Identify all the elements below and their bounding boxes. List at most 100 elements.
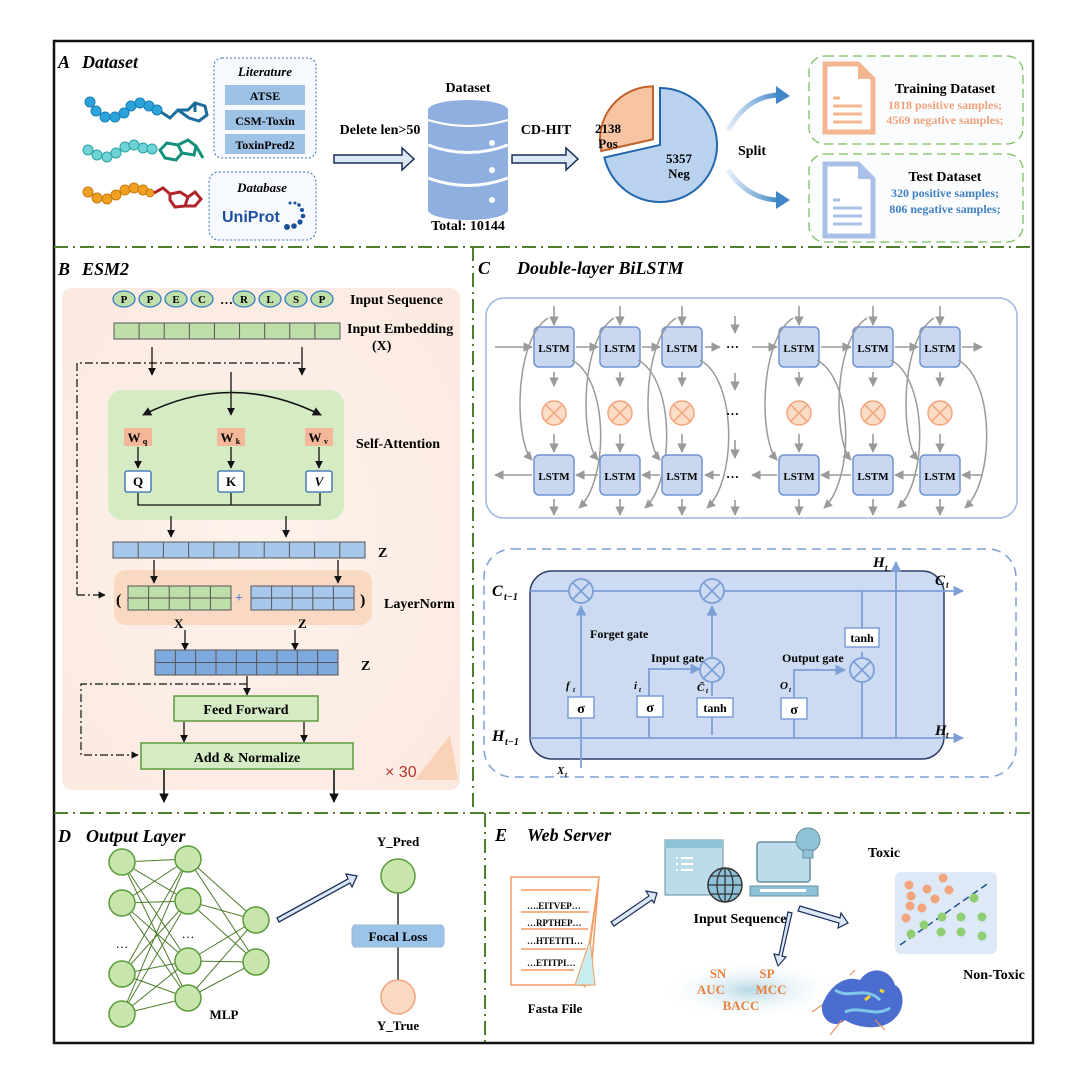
token-label: P bbox=[121, 294, 128, 306]
token-bubble bbox=[112, 290, 136, 308]
bilstm-ellipsis: … bbox=[726, 403, 739, 418]
mlp-node bbox=[108, 1000, 136, 1028]
qkv-merge-lines bbox=[137, 493, 321, 506]
non-toxic-label: Non-Toxic bbox=[963, 968, 1025, 983]
ln-z-label: Z bbox=[298, 616, 307, 631]
bilstm-ellipsis: … bbox=[726, 466, 739, 481]
mlp-edge bbox=[187, 919, 257, 999]
panel-d: D Output Layer … … MLP Y_Pred Focal Loss… bbox=[57, 826, 445, 1033]
ln-x-grid bbox=[127, 585, 232, 611]
filter-arrow-icon bbox=[333, 146, 416, 172]
fasta-line-2: …RPTHEP… bbox=[527, 918, 582, 928]
open-paren: ( bbox=[116, 592, 121, 609]
panel-dividers bbox=[54, 246, 1033, 1043]
lstm-backward-label: LSTM bbox=[604, 471, 636, 483]
close-paren: ) bbox=[360, 592, 365, 609]
source-atse bbox=[225, 85, 305, 105]
multiply-cross bbox=[790, 404, 808, 422]
lstm-skip-arrow bbox=[890, 359, 921, 509]
feed-forward-label: Feed Forward bbox=[203, 703, 288, 718]
y-pred-label: Y_Pred bbox=[377, 834, 420, 849]
multiply-cross bbox=[673, 404, 691, 422]
f-t-label: f bbox=[566, 680, 571, 692]
weight-label: W bbox=[309, 430, 322, 445]
h-next-sub: t bbox=[946, 730, 949, 740]
toxic-point bbox=[922, 884, 932, 894]
mlp-edge bbox=[187, 858, 257, 921]
panel-d-title: Output Layer bbox=[86, 826, 186, 846]
f-t-sub: t bbox=[573, 686, 576, 694]
test-positive: 320 positive samples; bbox=[891, 186, 999, 200]
qkv-box-q bbox=[124, 470, 152, 493]
non-toxic-point bbox=[937, 912, 947, 922]
fasta-line-1: ….EITVEP… bbox=[527, 901, 581, 911]
toxic-point bbox=[904, 880, 914, 890]
fasta-line-4: …ETITPI… bbox=[527, 958, 576, 968]
mlp-ellipsis-1: … bbox=[116, 936, 129, 951]
panel-a-letter: A bbox=[57, 52, 70, 72]
lstm-skip-arrow bbox=[699, 359, 730, 509]
weight-sub: v bbox=[324, 437, 328, 446]
lstm-skip-arrow bbox=[838, 317, 868, 461]
self-attention-block bbox=[108, 390, 344, 520]
lstm-backward-label: LSTM bbox=[783, 471, 815, 483]
h-prev-label: H bbox=[491, 728, 505, 745]
non-toxic-point bbox=[977, 931, 987, 941]
lstm-skip-arrow bbox=[957, 359, 988, 509]
c-next-sub: t bbox=[946, 580, 949, 590]
lstm-forward-cell bbox=[599, 326, 641, 368]
mlp-node bbox=[174, 984, 202, 1012]
fasta-to-input-arrow-icon bbox=[610, 890, 658, 927]
metric-auc: AUC bbox=[697, 982, 725, 997]
non-toxic-point bbox=[906, 929, 916, 939]
panel-b-title: ESM2 bbox=[81, 259, 129, 279]
decision-boundary bbox=[899, 881, 991, 946]
toxic-point bbox=[938, 873, 948, 883]
c-tilde-sub: t bbox=[706, 687, 709, 695]
pie-pos-label: Pos bbox=[598, 136, 618, 151]
c-prev-label: C bbox=[492, 583, 503, 600]
literature-heading: Literature bbox=[237, 64, 292, 79]
mlp-edge bbox=[121, 858, 189, 975]
mlp-network bbox=[108, 845, 270, 1028]
split-arrow-up-head bbox=[776, 86, 790, 104]
qkv-box-k bbox=[217, 470, 245, 493]
mlp-node bbox=[242, 906, 270, 934]
toxic-point bbox=[905, 901, 915, 911]
input-sequence-label: Input Sequence bbox=[350, 293, 443, 308]
token-label: C bbox=[198, 294, 206, 306]
lstm-backward-cell bbox=[778, 454, 820, 496]
training-title: Training Dataset bbox=[895, 82, 996, 97]
input-sequence-label-e: Input Sequence bbox=[694, 912, 787, 927]
input-embedding-label: Input Embedding bbox=[347, 322, 453, 337]
dedup-arrow-icon bbox=[511, 146, 580, 172]
literature-box bbox=[213, 57, 317, 159]
add-normalize-block bbox=[140, 742, 354, 770]
dedup-label: CD-HIT bbox=[521, 123, 572, 138]
lstm-skip-arrow bbox=[571, 359, 602, 509]
non-toxic-point bbox=[936, 927, 946, 937]
metric-sp: SP bbox=[759, 966, 774, 981]
token-label: P bbox=[319, 294, 326, 306]
pie-neg-value: 5357 bbox=[666, 151, 693, 166]
mlp-to-loss-arrow-icon bbox=[276, 873, 358, 923]
panel-e-letter: E bbox=[494, 825, 507, 845]
candidate-tanh: tanh bbox=[703, 701, 727, 715]
qkv-label: V bbox=[315, 474, 325, 489]
non-toxic-point bbox=[956, 927, 966, 937]
training-document-icon bbox=[822, 61, 876, 135]
classifier-scatter bbox=[901, 873, 987, 941]
fasta-line-3: …HTETITI… bbox=[527, 936, 583, 946]
mlp-edge bbox=[121, 861, 189, 962]
c-next-label: C bbox=[935, 573, 946, 589]
uniprot-dots-icon bbox=[284, 201, 306, 230]
multiply-cross bbox=[864, 404, 882, 422]
h-up-label: H bbox=[872, 555, 886, 571]
c-prev-sub: t−1 bbox=[504, 592, 518, 603]
lstm-forward-label: LSTM bbox=[924, 343, 956, 355]
o-t-sub: t bbox=[789, 686, 792, 694]
split-arrow-down-head bbox=[776, 191, 790, 209]
bilstm-ellipsis: … bbox=[726, 336, 739, 351]
globe-icon bbox=[707, 867, 743, 903]
